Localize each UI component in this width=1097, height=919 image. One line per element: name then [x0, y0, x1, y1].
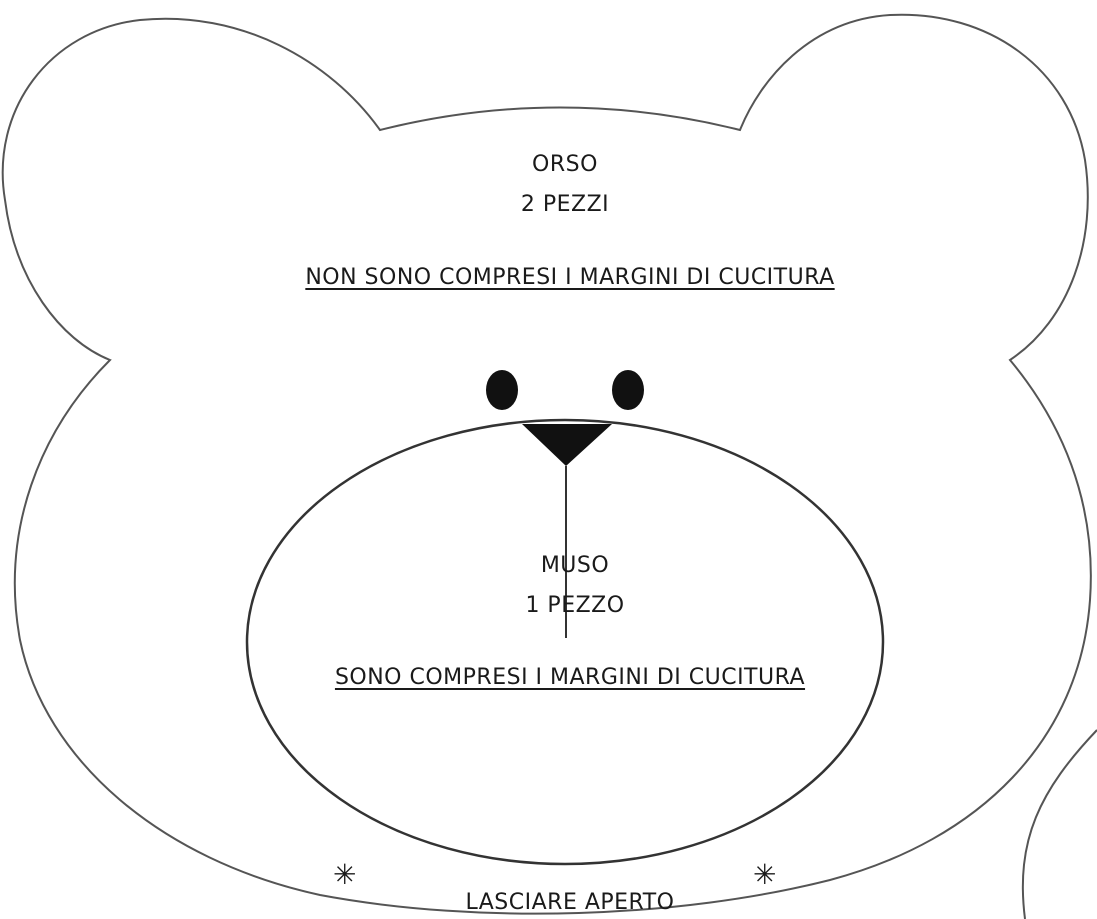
head-seam-note: NON SONO COMPRESI I MARGINI DI CUCITURA: [305, 265, 835, 290]
head-quantity: 2 PEZZI: [520, 192, 610, 217]
right-marker: ✳: [753, 858, 777, 891]
opening-note: LASCIARE APERTO: [465, 890, 675, 915]
right-eye: [612, 370, 644, 410]
nose: [522, 424, 612, 466]
left-marker: ✳: [333, 858, 357, 891]
snout-title: MUSO: [540, 553, 610, 578]
head-outline: [1, 13, 1092, 915]
left-eye: [486, 370, 518, 410]
neighbor-piece-edge: [1021, 729, 1097, 919]
snout-quantity: 1 PEZZO: [525, 593, 625, 618]
head-title: ORSO: [532, 152, 598, 177]
snout-seam-note: SONO COMPRESI I MARGINI DI CUCITURA: [334, 665, 806, 690]
snout-outline: [245, 418, 885, 866]
